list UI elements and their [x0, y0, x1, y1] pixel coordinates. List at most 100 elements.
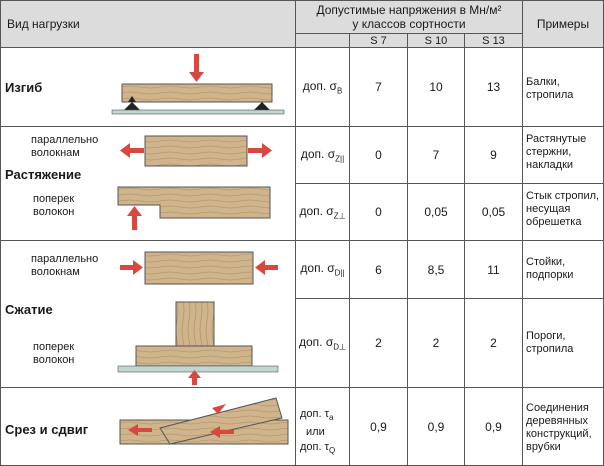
compression-perp-illustration [117, 301, 279, 385]
row-compression-perp-dop: доп. σD⊥ [296, 299, 349, 387]
row-compression-parallel-examples: Стойки, подпорки [526, 256, 602, 282]
tension-parallel-label: параллельно волокнам [31, 134, 98, 160]
grid-line-col2 [349, 33, 350, 466]
header-examples-text: Примеры [536, 17, 590, 31]
compression-perp-label: поперек волокон [33, 341, 74, 367]
row-tension-perp-sym: σ [326, 203, 334, 218]
row-shear-sub1: a [328, 413, 334, 423]
row-bending-dop: доп. σB [296, 48, 349, 126]
bending-support-right [254, 102, 270, 110]
tension-perp-line2: волокон [33, 206, 75, 218]
header-allowed-stress-line2: у классов сортности [352, 17, 466, 31]
grid-line-row3 [0, 240, 604, 241]
shear-arrow-mid-shaft [218, 430, 234, 434]
row-shear-example-1: Соединения [526, 402, 589, 414]
grid-line-row1 [0, 126, 604, 127]
row-tension-parallel-s7: 0 [375, 148, 382, 162]
tension-right-arrow-shaft [248, 148, 264, 153]
row-compression-parallel-dop: доп. σD|| [296, 241, 349, 298]
row-bending-sym: σ [329, 78, 337, 93]
header-class-s7-text: S 7 [370, 34, 387, 47]
bending-support-left [128, 96, 136, 102]
header-class-s13: S 13 [465, 34, 522, 47]
header-class-s7: S 7 [350, 34, 407, 47]
row-tension-parallel-example-2: стержни, [526, 146, 572, 158]
compression-perp-ground [117, 365, 279, 373]
compression-perp-line1: поперек [33, 341, 75, 353]
header-class-s13-text: S 13 [482, 34, 505, 47]
row-shear-sub3: Q [328, 446, 336, 456]
row-compression-perp-s10: 2 [432, 336, 440, 350]
grid-line-left [0, 0, 1, 466]
compression-perp-sill [135, 345, 253, 367]
row-tension-perp-s13: 0,05 [481, 205, 506, 219]
bending-ground [111, 109, 285, 115]
row-shear-s13: 0,9 [485, 419, 502, 434]
bending-arrow-shaft [194, 54, 199, 74]
tension-perp-arrow-head [127, 206, 142, 216]
row-tension-parallel-s13: 9 [490, 148, 497, 162]
group-bending: Изгиб [5, 80, 43, 95]
row-compression-perp-sub: D⊥ [333, 342, 346, 352]
grid-line-col1 [295, 0, 296, 466]
row-tension-parallel-example-3: накладки [526, 159, 574, 171]
tension-parallel-line1: параллельно [31, 134, 99, 146]
compression-left-arrow-shaft [120, 265, 134, 270]
row-tension-parallel-s10: 7 [432, 148, 440, 162]
row-shear-examples: Соединения деревянных конструкций, врубк… [526, 402, 602, 454]
grid-line-col3 [407, 33, 408, 466]
row-shear-dop-line3: доп. τ [300, 441, 329, 454]
tension-perp-label: поперек волокон [33, 193, 74, 219]
compression-right-arrow-shaft [264, 265, 278, 270]
row-bending-example-1: Балки, [526, 76, 560, 88]
shear-arrow-left-shaft [136, 428, 152, 432]
compression-perp-arrow-shaft [192, 376, 197, 385]
grid-line-header-bottom [0, 47, 604, 48]
header-load-type-text: Вид нагрузки [7, 17, 80, 31]
row-compression-parallel-s10: 8,5 [427, 262, 445, 277]
grid-line-col5 [522, 0, 523, 466]
row-compression-parallel-dop-text: доп. [300, 261, 324, 276]
row-shear-example-2: деревянных [526, 415, 589, 427]
bending-arrow-head [189, 72, 204, 82]
tension-right-arrow-head [262, 143, 272, 158]
row-bending-examples: Балки, стропила [526, 76, 602, 102]
row-bending-dop-text: доп. [302, 78, 327, 93]
header-examples: Примеры [523, 1, 603, 47]
header-allowed-stress: Допустимые напряжения в Мн/м² у классов … [296, 1, 522, 33]
compression-parallel-line1: параллельно [31, 253, 99, 265]
row-bending-s10: 10 [429, 80, 443, 94]
row-tension-parallel-sub: Z|| [335, 154, 345, 164]
compression-perp-line2: волокон [33, 354, 75, 366]
tension-perp-line1: поперек [33, 193, 75, 205]
row-compression-perp-example-2: стропила [526, 343, 574, 355]
row-tension-parallel-dop-text: доп. [300, 146, 325, 161]
grid-line-col4 [464, 33, 465, 466]
tension-perp-beam [117, 186, 271, 219]
row-compression-parallel-s7: 6 [375, 262, 382, 277]
bending-illustration [111, 54, 285, 115]
row-tension-perp-dop: доп. σZ⊥ [296, 184, 349, 240]
row-tension-parallel-sym: σ [327, 146, 336, 161]
row-shear-s10: 0,9 [427, 419, 445, 434]
row-tension-parallel-dop: доп. σZ|| [296, 127, 349, 183]
row-tension-parallel-examples: Растянутые стержни, накладки [526, 133, 602, 172]
group-compression: Сжатие [5, 302, 53, 317]
row-compression-parallel-sym: σ [327, 261, 335, 276]
row-compression-perp-example-1: Пороги, [526, 330, 566, 342]
row-shear-example-3: конструкций, [526, 428, 592, 440]
row-compression-perp-dop-text: доп. [298, 334, 323, 349]
row-tension-perp-s10: 0,05 [424, 205, 448, 219]
row-tension-perp-s7: 0 [375, 205, 382, 219]
row-shear-dop: доп. τa или доп. τQ [300, 407, 348, 458]
row-bending-example-2: стропила [526, 89, 574, 101]
shear-arrow-left-head [128, 424, 138, 436]
row-tension-perp-example-3: обрешетка [526, 216, 582, 228]
tension-parallel-beam [144, 135, 248, 167]
compression-perp-post [175, 301, 215, 347]
row-compression-parallel-example-1: Стойки, [526, 256, 566, 268]
group-shear: Срез и сдвиг [5, 422, 89, 437]
load-illustrations [111, 54, 289, 445]
row-compression-perp-examples: Пороги, стропила [526, 330, 602, 356]
bending-support-left-base [124, 102, 140, 110]
